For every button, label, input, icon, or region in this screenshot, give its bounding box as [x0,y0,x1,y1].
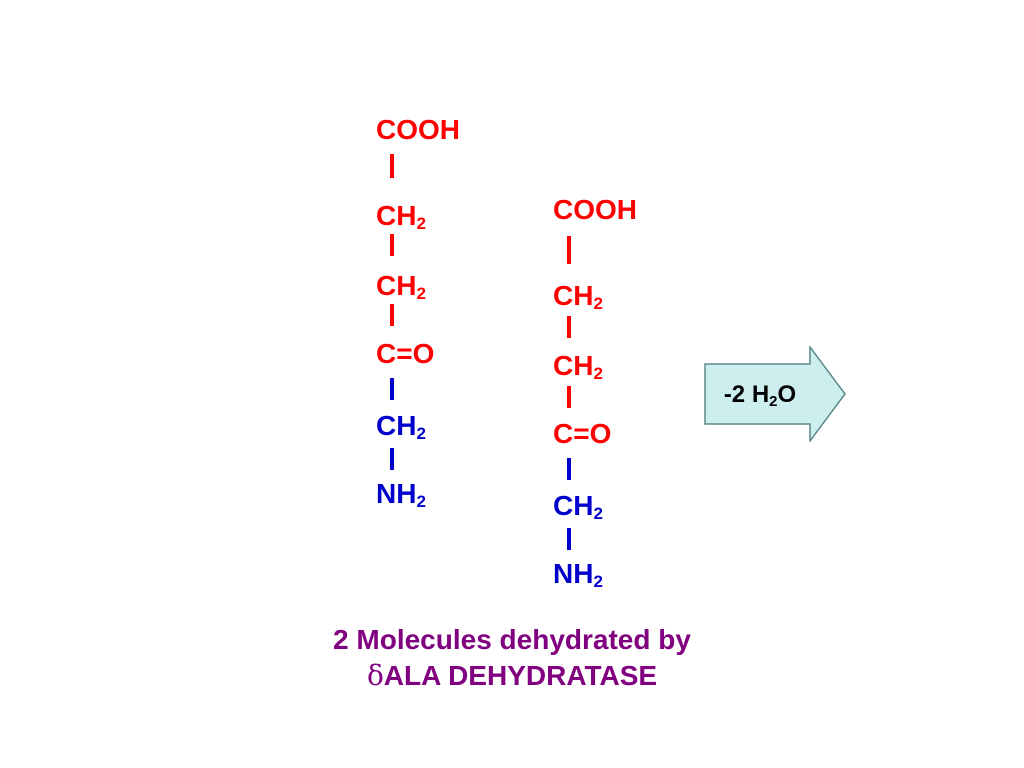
group-nh2: NH2 [553,558,603,591]
bond-line [567,386,571,408]
bond-line [567,316,571,338]
group-carbonyl: C=O [553,418,612,449]
group-cooh: COOH [553,194,637,225]
group-ch2: CH2 [376,200,426,233]
group-ch2: CH2 [553,350,603,383]
group-ch2: CH2 [376,410,426,443]
group-ch2: CH2 [553,490,603,523]
bond-line [390,304,394,326]
group-carbonyl: C=O [376,338,435,369]
bond-line [390,234,394,256]
group-ch2: CH2 [376,270,426,303]
group-ch2: CH2 [553,280,603,313]
bond-line [567,458,571,480]
group-cooh: COOH [376,114,460,145]
bond-line [390,448,394,470]
bond-line [390,154,394,178]
bond-line [567,236,571,264]
bond-line [390,378,394,400]
group-nh2: NH2 [376,478,426,511]
delta-symbol: δ [366,659,384,692]
reaction-arrow-icon [704,346,846,442]
caption-line-1: 2 Molecules dehydrated by [333,624,691,655]
arrow-label: -2 H2O [723,381,797,410]
caption: 2 Molecules dehydrated by δALA DEHYDRATA… [212,622,812,694]
caption-line-2: δALA DEHYDRATASE [366,659,658,692]
bond-line [567,528,571,550]
